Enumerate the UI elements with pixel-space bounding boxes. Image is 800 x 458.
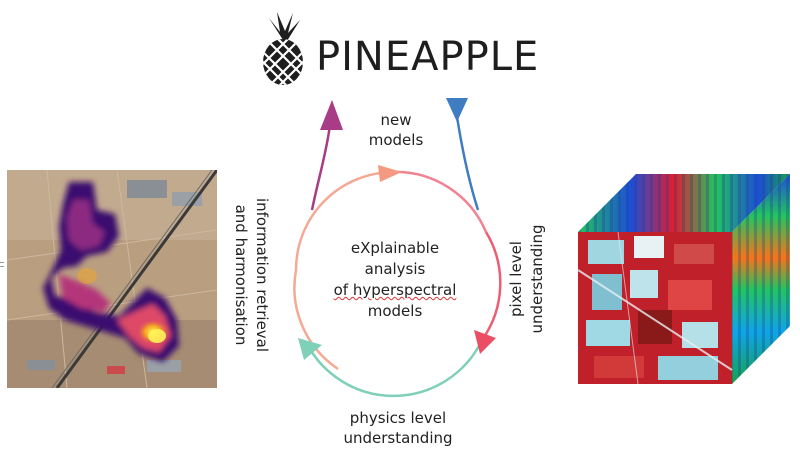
label-top: new models: [368, 111, 424, 149]
label-bottom: physics level understanding: [343, 409, 453, 447]
satellite-heatmap-image: [7, 170, 217, 388]
arc-bottom: [304, 339, 484, 398]
label-right: pixel level understanding: [507, 224, 546, 334]
arrow-in-line: [454, 109, 480, 211]
label-left: information retrieval and harmonisation: [232, 197, 271, 353]
arrow-out-line: [310, 124, 332, 211]
arrowhead-bottom: [298, 338, 322, 360]
pineapple-icon: [263, 12, 303, 85]
arrow-out-head: [320, 100, 343, 130]
label-center: eXplainable analysis of hyperspectral mo…: [333, 239, 457, 320]
arc-top-right: [391, 170, 488, 233]
arrowhead-top: [378, 165, 402, 182]
arc-right: [480, 231, 502, 341]
logo-text: PINEAPPLE: [316, 34, 540, 80]
hyperspectral-cube-image: [578, 174, 790, 385]
edge-mark: [0, 262, 4, 267]
arc-top-left: [293, 170, 393, 371]
arrowhead-right: [474, 330, 496, 354]
arrow-in-head: [446, 98, 468, 122]
